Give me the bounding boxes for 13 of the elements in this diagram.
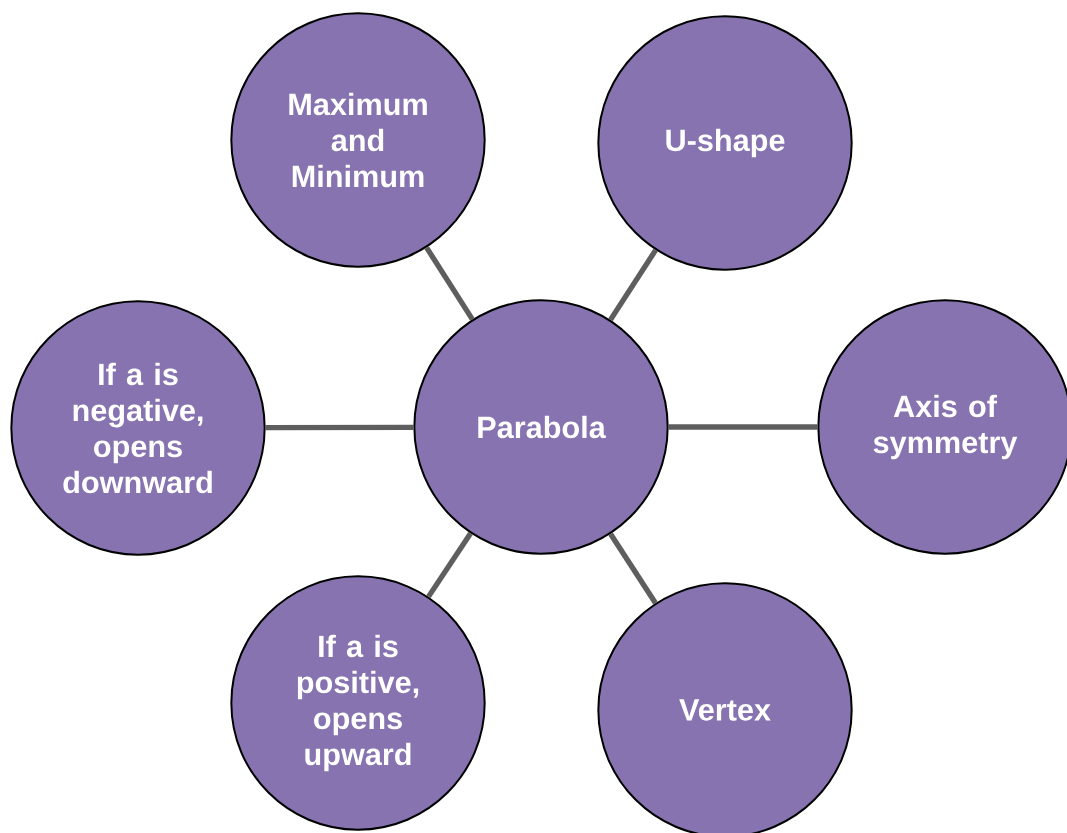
circle-node: Maximum and Minimum [230,12,486,268]
connector-line [426,531,473,599]
connector-line [265,424,414,431]
connector-line [424,246,475,321]
circle-node: U-shape [597,15,853,271]
connector-line [608,248,658,322]
connector-line [668,424,818,430]
circle-node: Vertex [597,582,853,833]
connector-line [608,532,658,605]
circle-node: If a is negative, opens downward [10,300,266,556]
circle-node: Axis of symmetry [817,299,1067,555]
circle-node: If a is positive, opens upward [230,575,486,831]
circle-node: Parabola [413,299,669,555]
